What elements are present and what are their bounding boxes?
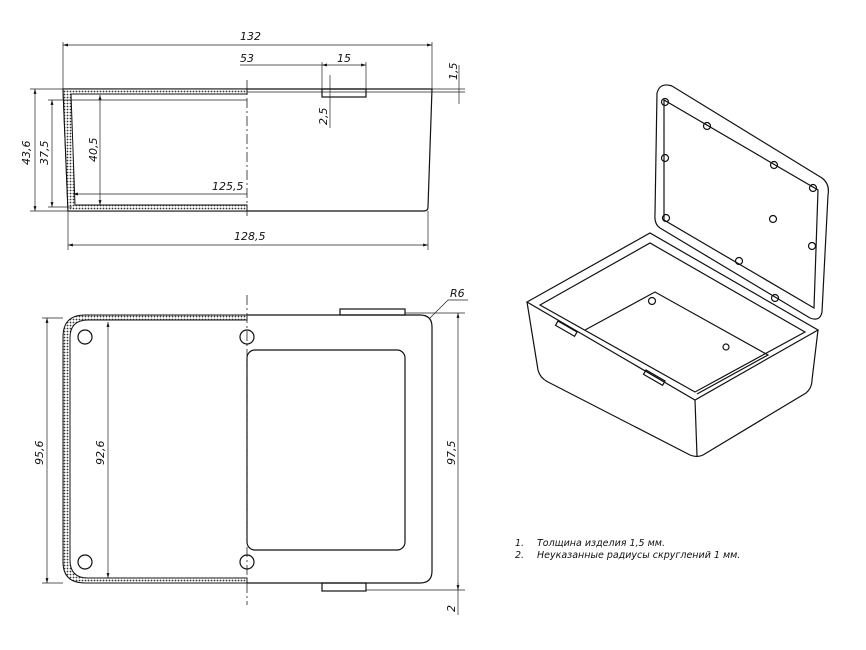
dim-43-6: 43,6 <box>20 141 33 166</box>
note-text: Толщина изделия 1,5 мм. <box>537 538 665 549</box>
pin-hole <box>77 329 93 345</box>
dim-53: 53 <box>240 52 254 65</box>
dim-125-5: 125,5 <box>212 180 244 193</box>
dim-2: 2 <box>445 605 458 612</box>
dim-1-5: 1,5 <box>447 63 460 81</box>
top-view: 95,6 92,6 97,5 R6 2 <box>33 287 468 615</box>
notes: 1. Толщина изделия 1,5 мм. 2. Неуказанны… <box>515 538 740 561</box>
hinge-tab-top <box>339 308 406 316</box>
hinge-tab <box>321 88 367 98</box>
isometric-view <box>525 84 829 458</box>
note-number: 1. <box>515 538 524 549</box>
dim-r6: R6 <box>450 287 465 300</box>
dim-15: 15 <box>337 52 351 65</box>
pin-hole <box>77 554 93 570</box>
dim-128-5: 128,5 <box>234 230 266 243</box>
dim-97-5: 97,5 <box>445 441 458 466</box>
pin-hole <box>239 554 255 570</box>
hinge-tab-bottom <box>321 582 367 592</box>
note-number: 2. <box>515 550 524 561</box>
dim-40-5: 40,5 <box>87 138 100 163</box>
dim-92-6: 92,6 <box>94 441 107 466</box>
dim-37-5: 37,5 <box>38 141 51 166</box>
pin-hole <box>239 329 255 345</box>
dim-132: 132 <box>240 30 261 43</box>
dim-2-5: 2,5 <box>317 108 330 126</box>
front-section-view: 132 53 15 2,5 1,5 43,6 37,5 40,5 125,5 1… <box>20 30 465 250</box>
lid-holes <box>660 97 818 303</box>
note-text: Неуказанные радиусы скруглений 1 мм. <box>537 550 740 561</box>
dim-95-6: 95,6 <box>33 441 46 466</box>
